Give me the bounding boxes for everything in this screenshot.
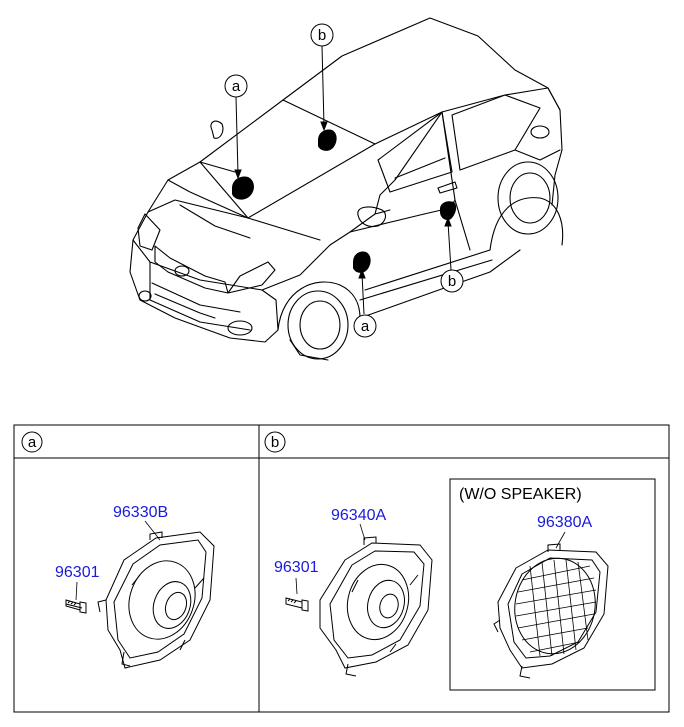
callout-a-bottom: a (353, 314, 377, 338)
wo-speaker-label: (W/O SPEAKER) (459, 486, 582, 503)
part-leaders (75, 520, 566, 601)
part-number-96380A: 96380A (537, 514, 592, 531)
svg-text:b: b (318, 27, 326, 44)
svg-text:b: b (271, 434, 279, 451)
marker-front-dash (232, 176, 254, 200)
callout-a-top: a (224, 74, 248, 98)
svg-text:a: a (232, 78, 241, 95)
callout-leaders (234, 45, 452, 315)
marker-rear-door (440, 201, 457, 221)
grille-pattern (515, 559, 597, 657)
part-number-96330B: 96330B (113, 504, 168, 521)
speaker-a-drawing (97, 531, 215, 669)
marker-front-door (353, 251, 371, 273)
speaker-b-drawing (319, 536, 433, 677)
callout-b-top: b (310, 23, 334, 47)
section-a-header: a (21, 431, 43, 453)
parts-table (13, 424, 670, 713)
wo-speaker-box (449, 478, 656, 691)
marker-rear-roof (318, 129, 337, 151)
part-number-96340A: 96340A (331, 507, 386, 524)
screw-a-drawing (65, 599, 87, 614)
speaker-markers (232, 129, 457, 273)
svg-text:a: a (28, 434, 37, 451)
callout-b-bottom: b (440, 269, 464, 293)
part-number-96301-b: 96301 (274, 559, 319, 576)
screw-b-drawing (285, 597, 309, 612)
part-number-96301-a: 96301 (55, 564, 100, 581)
car-illustration (129, 17, 564, 361)
speaker-cover-drawing (493, 543, 609, 679)
svg-text:a: a (361, 318, 370, 335)
svg-text:b: b (448, 273, 456, 290)
section-b-header: b (264, 431, 286, 453)
